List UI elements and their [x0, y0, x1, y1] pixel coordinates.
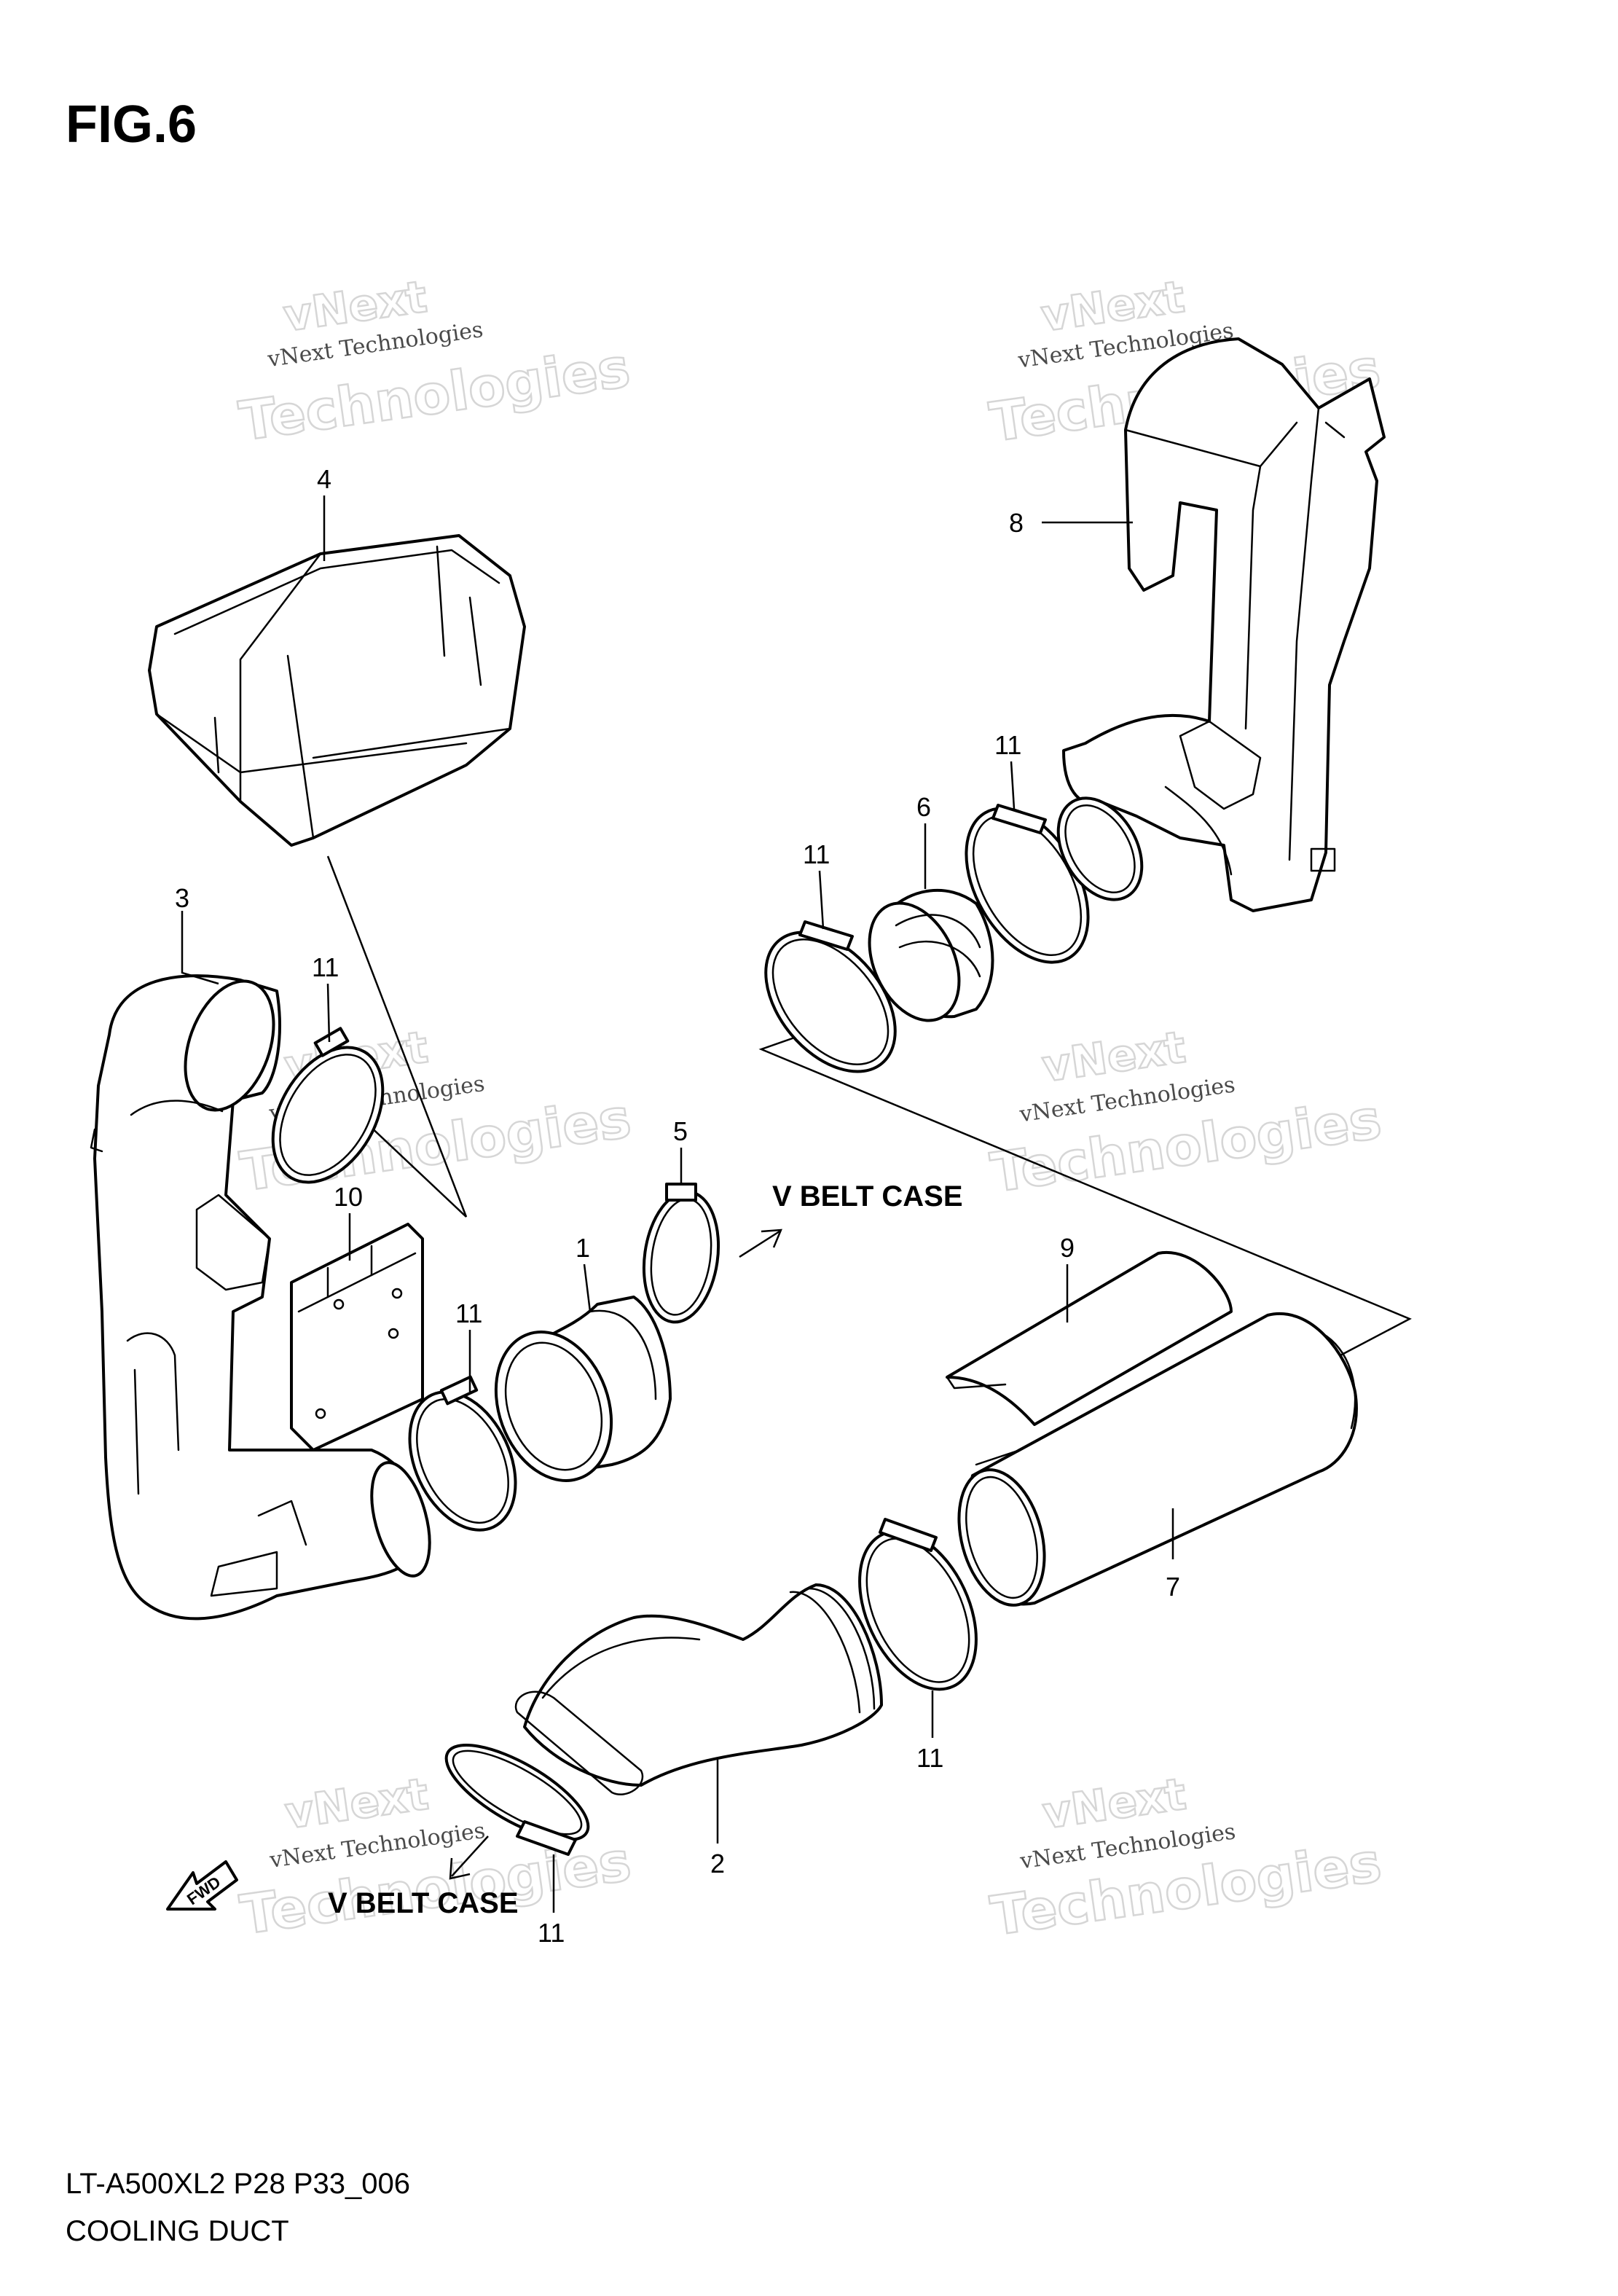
- callout-2: 2: [710, 1849, 725, 1878]
- flow-arrow-lower: [449, 1835, 489, 1880]
- part-7-outer-tube: [957, 1312, 1358, 1607]
- part-11-clamp-upper-right-inner: [764, 920, 897, 1073]
- part-5-band: [642, 1183, 720, 1324]
- callout-11-upper-right-inner: 11: [803, 839, 830, 869]
- callout-8: 8: [1009, 508, 1024, 538]
- part-9-heat-shield: [946, 1250, 1233, 1426]
- flow-arrow-upper: [739, 1229, 782, 1258]
- callout-3: 3: [175, 883, 189, 913]
- callout-11-center-right: 11: [916, 1743, 943, 1773]
- watermark-group-mid-right: vNext vNext Technologies Technologies: [986, 1021, 1386, 1205]
- callout-10: 10: [334, 1182, 363, 1212]
- callout-11-upper-right-outer: 11: [994, 730, 1021, 760]
- callout-1: 1: [576, 1233, 590, 1263]
- watermark-group-top-left: vNext vNext Technologies Technologies: [235, 270, 635, 454]
- figure-caption: COOLING DUCT: [66, 2215, 289, 2247]
- figure-title: FIG.6: [66, 95, 197, 154]
- v-belt-case-label-upper: V BELT CASE: [772, 1180, 963, 1212]
- callout-5: 5: [673, 1116, 688, 1146]
- callout-11-center-left: 11: [455, 1298, 482, 1328]
- part-6-joint-sleeve: [868, 888, 994, 1022]
- part-3-intake-duct: [90, 974, 431, 1621]
- part-11-clamp-upper-left: [271, 1027, 385, 1184]
- callout-11-bottom: 11: [538, 1918, 565, 1948]
- v-belt-case-label-lower: V BELT CASE: [328, 1887, 519, 1919]
- part-10-seal-pad: [290, 1223, 424, 1451]
- callout-11-upper-left: 11: [312, 952, 339, 982]
- part-11-clamp-bottom: [444, 1744, 590, 1856]
- callout-7: 7: [1166, 1572, 1180, 1602]
- model-code: LT-A500XL2 P28 P33_006: [66, 2168, 410, 2200]
- callout-leaders: [181, 495, 1174, 1913]
- callout-6: 6: [916, 792, 931, 822]
- part-1-joint-sleeve: [494, 1296, 672, 1482]
- part-11-clamp-center-right: [858, 1518, 978, 1691]
- part-8-outlet-duct: [1056, 337, 1386, 912]
- part-4-duct-cover: [148, 534, 526, 847]
- part-2-curved-duct: [514, 1583, 883, 1795]
- part-11-clamp-center-left: [408, 1375, 517, 1532]
- fwd-direction-icon: FWD: [166, 1860, 238, 1911]
- callout-9: 9: [1060, 1233, 1075, 1263]
- watermark-group-bottom-right: vNext vNext Technologies Technologies: [986, 1768, 1386, 1948]
- callout-4: 4: [317, 464, 331, 494]
